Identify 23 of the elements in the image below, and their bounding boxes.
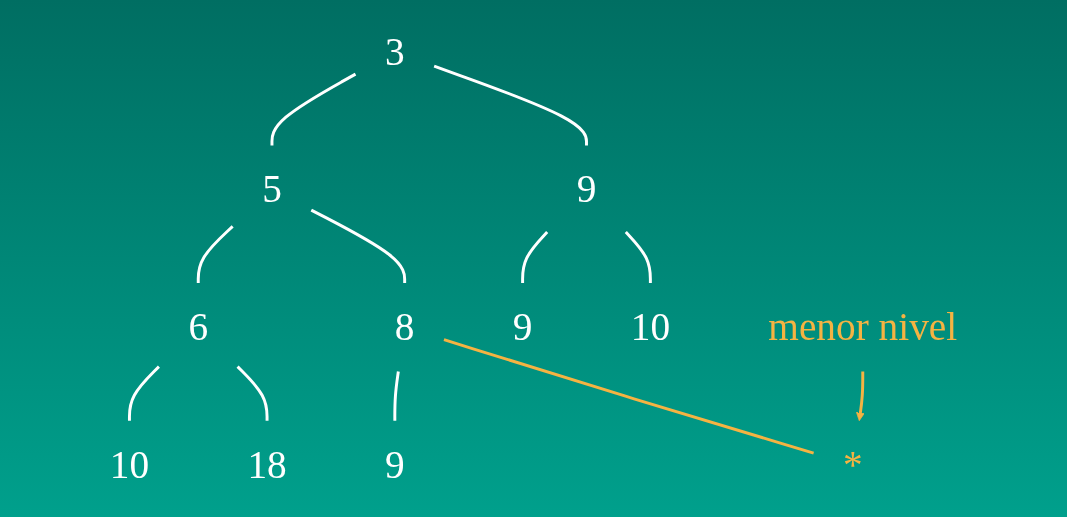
node-text: 10 [109,442,150,487]
node-text: * [843,442,863,487]
connector [310,208,407,284]
node-text: 18 [247,442,287,487]
node-text: 9 [385,442,405,487]
connector [127,365,160,421]
connector [443,338,815,455]
connector [433,64,588,146]
node-text: 5 [262,167,282,212]
connector [196,225,234,284]
connector [393,371,400,421]
arrow [856,371,865,422]
connector [521,231,549,284]
connector [270,72,357,146]
node-text: 8 [394,304,415,349]
node-text: 9 [576,167,597,212]
node-text: 10 [630,304,671,349]
node-text: 3 [385,29,405,74]
connector [236,365,269,421]
connector [624,231,652,284]
node-text: menor nivel [768,304,958,349]
node-text: 6 [188,304,209,349]
node-text: 9 [512,304,533,349]
